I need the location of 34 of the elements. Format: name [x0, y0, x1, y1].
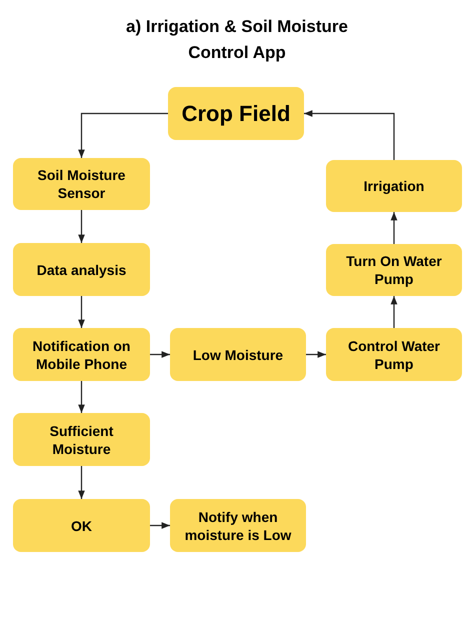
process-box [326, 244, 462, 296]
box-label: Irrigation [364, 177, 424, 195]
process-box [170, 499, 306, 552]
process-box [13, 243, 150, 296]
arrow [150, 522, 170, 529]
diagram-title: a) Irrigation & Soil Moisture Control App [125, 16, 349, 64]
process-box [326, 328, 462, 381]
arrow [78, 296, 85, 328]
box-label: Low Moisture [192, 346, 284, 364]
box-label: Crop Field [182, 100, 290, 128]
box-label: Soil Moisture Sensor [36, 166, 126, 202]
box-label: Data analysis [36, 260, 126, 278]
box-label: OK [71, 516, 92, 534]
arrow [304, 110, 395, 160]
arrow [150, 351, 170, 358]
process-box [13, 158, 150, 210]
process-box [168, 87, 304, 140]
box-label: Notify when moisture is Low [184, 508, 292, 544]
box-label: Sufficient Moisture [48, 422, 114, 458]
process-box [13, 328, 150, 381]
arrow [78, 112, 168, 158]
process-box [326, 160, 462, 212]
arrow [390, 296, 398, 328]
process-box [170, 328, 306, 381]
arrow [78, 210, 85, 243]
process-box [13, 413, 150, 466]
box-label: Turn On Water Pump [345, 252, 443, 288]
arrow [306, 351, 326, 358]
arrow [78, 381, 85, 413]
box-label: Notification on Mobile Phone [32, 336, 132, 372]
arrow [78, 466, 85, 499]
process-box [13, 499, 150, 552]
box-label: Control Water Pump [346, 336, 442, 372]
arrow [390, 212, 398, 244]
